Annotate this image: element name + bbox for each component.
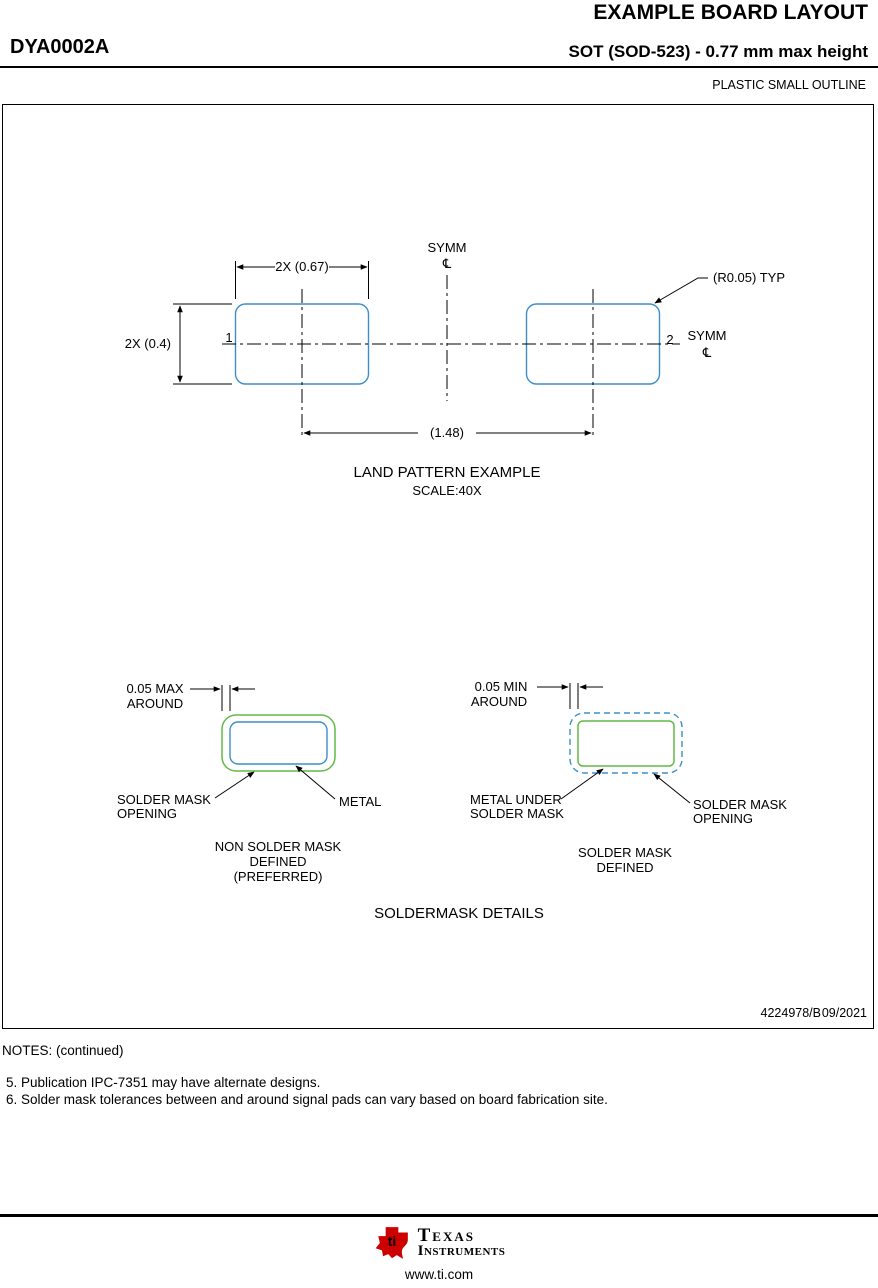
nsmd-dim-value: 0.05 MAX [126, 681, 183, 696]
package-family: PLASTIC SMALL OUTLINE [712, 78, 866, 92]
ti-logo-icon: ti [375, 1227, 408, 1259]
nsmd-dim-around: AROUND [127, 696, 183, 711]
nsmd-opening-label-2: OPENING [117, 806, 177, 821]
nsmd-figure: 0.05 MAX AROUND SOLDER MASK OPENING META… [117, 681, 381, 884]
notes-heading: NOTES: (continued) [2, 1043, 124, 1058]
brand-line-2: Instruments [417, 1243, 506, 1259]
note-item-6: 6. Solder mask tolerances between and ar… [6, 1091, 608, 1107]
leader-line [560, 768, 604, 800]
website-link[interactable]: www.ti.com [404, 1267, 474, 1282]
smd-dim-value: 0.05 MIN [475, 679, 528, 694]
nsmd-metal-outline [229, 721, 328, 765]
smd-caption-2: DEFINED [596, 860, 653, 875]
land-pattern-figure: 2X (0.67) SYMM ℄ (R0.05) TYP 2X (0.4) 1 … [125, 240, 785, 498]
drawing-number: 4224978/B [761, 1006, 821, 1020]
pin-2-label: 2 [666, 332, 673, 347]
drawing-frame: 2X (0.67) SYMM ℄ (R0.05) TYP 2X (0.4) 1 … [2, 104, 874, 1029]
nsmd-caption-3: (PREFERRED) [234, 869, 323, 884]
radius-leader-line [654, 277, 708, 304]
dim-pad-height-label: 2X (0.4) [125, 336, 171, 351]
land-pattern-scale: SCALE:40X [412, 483, 482, 498]
board-layout-drawing: 2X (0.67) SYMM ℄ (R0.05) TYP 2X (0.4) 1 … [117, 240, 867, 1020]
smd-figure: 0.05 MIN AROUND METAL UNDER SOLDER MASK … [470, 679, 787, 875]
ti-logo: ti Texas Instruments [0, 1226, 878, 1260]
soldermask-details-title: SOLDERMASK DETAILS [374, 905, 544, 922]
smd-opening-label-2: OPENING [693, 811, 753, 826]
symm-right-label: SYMM [688, 328, 727, 343]
brand-line-1: Texas [417, 1225, 475, 1246]
centerline-symbol: ℄ [702, 345, 712, 360]
smd-dim-around: AROUND [471, 694, 527, 709]
smd-metal-label-1: METAL UNDER [470, 792, 562, 807]
smd-caption-1: SOLDER MASK [578, 845, 672, 860]
ti-monogram: ti [387, 1234, 395, 1249]
radius-note-label: (R0.05) TYP [713, 270, 785, 285]
brand-wordmark: Texas Instruments [417, 1225, 506, 1259]
note-item-5: 5. Publication IPC-7351 may have alterna… [6, 1075, 321, 1090]
nsmd-solder-mask-opening-outline [221, 714, 336, 772]
land-pattern-title: LAND PATTERN EXAMPLE [354, 464, 541, 481]
drawing-date: 09/2021 [822, 1006, 867, 1020]
leader-line [295, 765, 336, 800]
leader-line [214, 771, 255, 799]
dim-pad-width-label: 2X (0.67) [275, 259, 328, 274]
part-number: DYA0002A [10, 36, 110, 58]
leader-line [653, 773, 691, 804]
dim-pitch-label: (1.48) [430, 425, 464, 440]
nsmd-metal-label: METAL [339, 794, 381, 809]
smd-metal-label-2: SOLDER MASK [470, 806, 564, 821]
nsmd-caption-1: NON SOLDER MASK [215, 839, 342, 854]
page-title: EXAMPLE BOARD LAYOUT [593, 1, 868, 24]
symm-top-label: SYMM [428, 240, 467, 255]
nsmd-opening-label-1: SOLDER MASK [117, 792, 211, 807]
smd-solder-mask-opening-outline [577, 720, 675, 767]
smd-opening-label-1: SOLDER MASK [693, 797, 787, 812]
smd-metal-under-mask-outline [569, 712, 683, 774]
header-rule [0, 66, 878, 68]
package-description: SOT (SOD-523) - 0.77 mm max height [568, 42, 868, 61]
pin-1-label: 1 [225, 330, 232, 345]
centerline-symbol: ℄ [442, 256, 452, 271]
footer-rule [0, 1214, 878, 1217]
notes-section: NOTES: (continued) 5. Publication IPC-73… [2, 1043, 608, 1108]
nsmd-caption-2: DEFINED [249, 854, 306, 869]
